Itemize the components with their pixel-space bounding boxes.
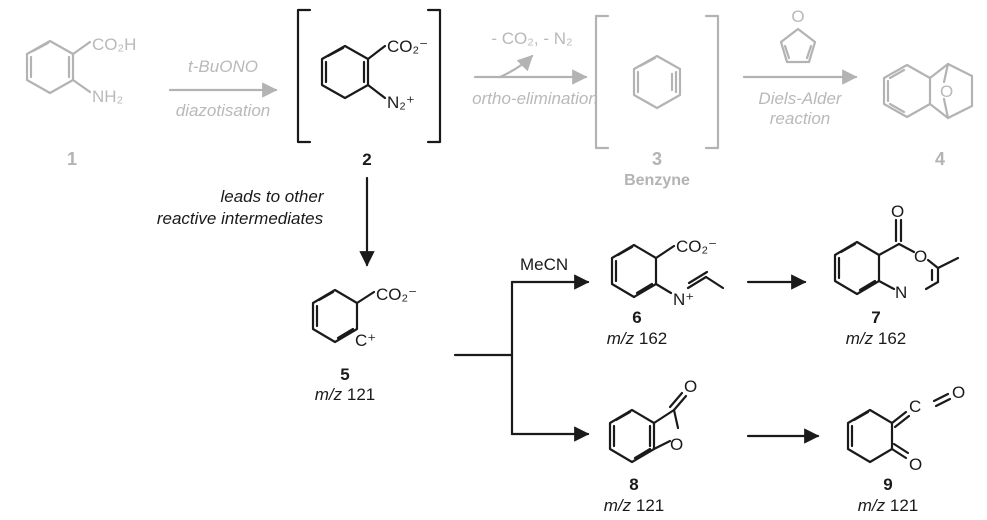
arrow-diazotisation: t-BuONO diazotisation xyxy=(168,57,278,120)
carboxylate-label-5: CO₂⁻ xyxy=(376,285,417,304)
furan-ring xyxy=(779,27,817,64)
arrow-diels-alder: O Diels-Alder reaction xyxy=(742,7,858,128)
brackets-3 xyxy=(594,14,720,150)
arrow-to-5: leads to other reactive intermediates xyxy=(157,176,375,267)
cyclohexadienone-ring xyxy=(846,392,952,464)
diazonium-label-2: N₂⁺ xyxy=(387,93,415,112)
label-loss-co2-n2: - CO₂, - N₂ xyxy=(491,29,572,48)
structure-5: CO₂⁻ C⁺ 5 m/z 121 xyxy=(311,285,417,404)
compound-number-5: 5 xyxy=(340,365,349,384)
structure-4: O 4 xyxy=(882,62,974,169)
label-diels-alder: Diels-Alder xyxy=(758,89,842,108)
mz-8: m/z 121 xyxy=(604,496,665,515)
compound-number-4: 4 xyxy=(935,149,945,169)
compound-number-6: 6 xyxy=(632,308,641,327)
mz-7: m/z 162 xyxy=(846,329,907,348)
reagent-mecn: MeCN xyxy=(520,255,568,274)
nitrilium-label-6: N⁺ xyxy=(673,290,694,309)
bridge-oxygen-4: O xyxy=(940,82,953,101)
mz-9: m/z 121 xyxy=(858,496,919,515)
benzyne-ring xyxy=(632,54,682,110)
carbonyl-oxygen-7: O xyxy=(891,202,904,221)
benzoxazinone-rings xyxy=(833,218,960,296)
label-diazotisation: diazotisation xyxy=(176,101,271,120)
arrow-ortho-elimination: - CO₂, - N₂ ortho-elimination xyxy=(472,29,598,108)
label-ortho-elimination: ortho-elimination xyxy=(472,89,598,108)
compound-number-9: 9 xyxy=(883,475,892,494)
label-reactive-intermediates: reactive intermediates xyxy=(157,209,324,228)
ring-nitrogen-7: N xyxy=(895,283,907,302)
benzoxetone-rings xyxy=(608,391,688,464)
mz-6: m/z 162 xyxy=(607,329,668,348)
benzene-ring-1 xyxy=(25,39,92,95)
carboxyl-label-1: CO₂H xyxy=(92,35,136,54)
ketene-carbon-9: C xyxy=(909,397,921,416)
branch-arrows: MeCN xyxy=(453,255,590,442)
ring-oxygen-8: O xyxy=(670,435,683,454)
adduct-rings xyxy=(882,62,974,120)
compound-number-8: 8 xyxy=(629,475,638,494)
ketone-oxygen-9: O xyxy=(909,455,922,474)
brackets-2 xyxy=(296,8,442,144)
carboxylate-label-6: CO₂⁻ xyxy=(676,237,717,256)
mz-5: m/z 121 xyxy=(315,385,376,404)
benzene-ring-2 xyxy=(320,44,387,100)
benzene-ring-6 xyxy=(610,243,725,299)
cation-label-5: C⁺ xyxy=(355,331,376,350)
ketene-oxygen-9: O xyxy=(952,383,965,402)
structure-9: C O O 9 m/z 121 xyxy=(846,383,965,515)
structure-2: CO₂⁻ N₂⁺ 2 xyxy=(296,8,442,169)
benzene-ring-5 xyxy=(311,288,376,344)
compound-number-1: 1 xyxy=(67,149,77,169)
compound-number-3: 3 xyxy=(652,149,662,169)
reagent-tbuono: t-BuONO xyxy=(188,57,258,76)
structure-3: 3 Benzyne xyxy=(594,14,720,189)
structure-8: O O 8 m/z 121 xyxy=(604,377,697,515)
ring-oxygen-7: O xyxy=(914,247,927,266)
amine-label-1: NH₂ xyxy=(92,87,123,106)
structure-1: CO₂H NH₂ 1 xyxy=(25,35,136,169)
carbonyl-oxygen-8: O xyxy=(684,377,697,396)
compound-number-7: 7 xyxy=(871,308,880,327)
furan-oxygen: O xyxy=(791,7,804,26)
label-leads-to-other: leads to other xyxy=(220,187,324,206)
compound-number-2: 2 xyxy=(362,150,371,169)
structure-7: O O N 7 m/z 162 xyxy=(833,202,960,348)
structure-6: CO₂⁻ N⁺ 6 m/z 162 xyxy=(607,237,725,348)
benzyne-name: Benzyne xyxy=(624,172,690,189)
carboxylate-label-2: CO₂⁻ xyxy=(387,37,428,56)
label-reaction: reaction xyxy=(770,109,830,128)
